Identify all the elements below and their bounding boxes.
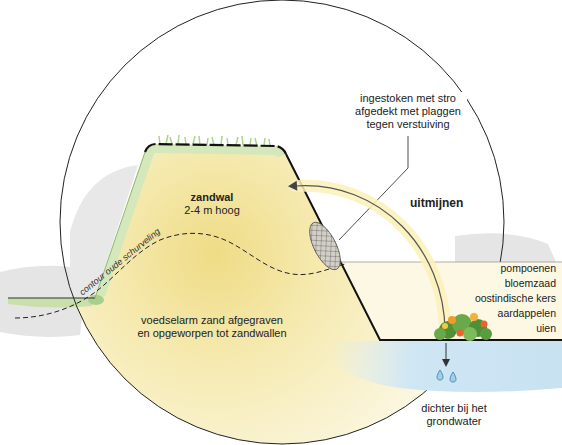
node-body: 2-4 m hoog bbox=[184, 204, 240, 217]
flower bbox=[448, 316, 456, 324]
crop-item: bloemzaad bbox=[505, 277, 556, 290]
flower bbox=[442, 323, 448, 329]
contour-line bbox=[15, 233, 345, 318]
wall-top bbox=[145, 144, 286, 154]
soil-note: voedselarm zand afgegraven en opgeworpen… bbox=[136, 314, 289, 340]
frame-circle bbox=[60, 0, 504, 444]
wall-label: zandwal2-4 m hoog bbox=[181, 190, 243, 218]
crop-item: uien bbox=[536, 322, 556, 335]
crop-item: oostindische kers bbox=[475, 292, 556, 305]
backdrop bbox=[455, 233, 556, 262]
water-drop bbox=[437, 370, 443, 380]
flower bbox=[481, 321, 488, 328]
callout-note: ingestoken met stro afgedekt met plaggen… bbox=[349, 92, 467, 132]
flower bbox=[457, 330, 464, 337]
process-label: uitmijnen bbox=[410, 196, 463, 210]
groundwater-note: dichter bij het grondwater bbox=[416, 402, 492, 428]
crop-item: aardappelen bbox=[498, 307, 556, 320]
leaf bbox=[480, 328, 492, 340]
ground-strip bbox=[8, 298, 95, 308]
wall-slope-pit bbox=[286, 154, 562, 340]
green-rim bbox=[95, 144, 286, 298]
water-drop bbox=[450, 372, 456, 382]
crop-plants bbox=[434, 313, 492, 341]
straw-patch bbox=[303, 218, 346, 274]
sod-hatch bbox=[303, 218, 346, 274]
ground-line bbox=[8, 297, 95, 298]
down-arrow bbox=[446, 343, 447, 361]
down-arrow-head bbox=[442, 359, 450, 367]
leaf bbox=[463, 327, 477, 341]
sand-wall bbox=[0, 144, 562, 445]
leaf bbox=[434, 328, 446, 340]
groundwater bbox=[330, 341, 562, 392]
flower bbox=[470, 313, 478, 321]
contour-label: contour oude schurveling bbox=[78, 226, 163, 298]
node-heading: zandwal bbox=[184, 191, 240, 204]
arrow-head bbox=[288, 181, 297, 191]
crop-item: pompoenen bbox=[501, 262, 556, 275]
